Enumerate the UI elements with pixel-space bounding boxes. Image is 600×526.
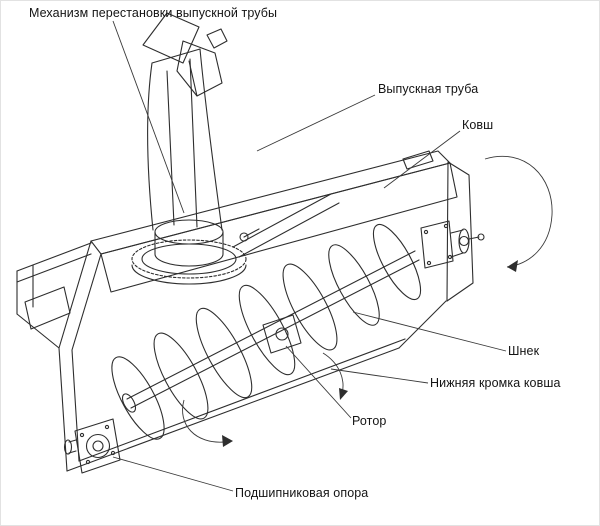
label-chute-mechanism: Механизм перестановки выпускной трубы [29,6,278,20]
right-shaft-bearing [420,220,485,269]
leader-auger [352,311,507,352]
label-bucket: Ковш [462,118,494,132]
rotation-arrow-right [484,155,553,268]
auger-screw [111,223,422,440]
label-bearing-support: Подшипниковая опора [235,486,369,500]
label-auger: Шнек [508,344,540,358]
rotation-arrow-right-head [507,260,518,272]
leader-pipe [256,94,376,152]
lift-frame [16,242,92,349]
label-discharge-pipe: Выпускная труба [378,82,479,96]
chute-rotation-ring [131,228,260,285]
leader-lower-edge [330,368,429,384]
bucket-housing [58,150,474,472]
label-bucket-lower-edge: Нижняя кромка ковша [430,376,561,390]
rotation-arrow-bottom-head [222,435,233,447]
leader-rotor [285,345,352,419]
leader-bearing [112,456,234,492]
label-rotor: Ротор [352,414,387,428]
rotor-hub [262,314,302,354]
discharge-chute [142,12,228,267]
rotation-arrows [182,155,553,447]
leader-lines [112,20,507,492]
leader-mechanism [112,20,185,214]
rotation-arrow-mid-head [339,388,348,400]
rotation-arrow-bottom [182,399,225,443]
leader-bucket [383,130,461,189]
bearing-support [63,418,121,474]
